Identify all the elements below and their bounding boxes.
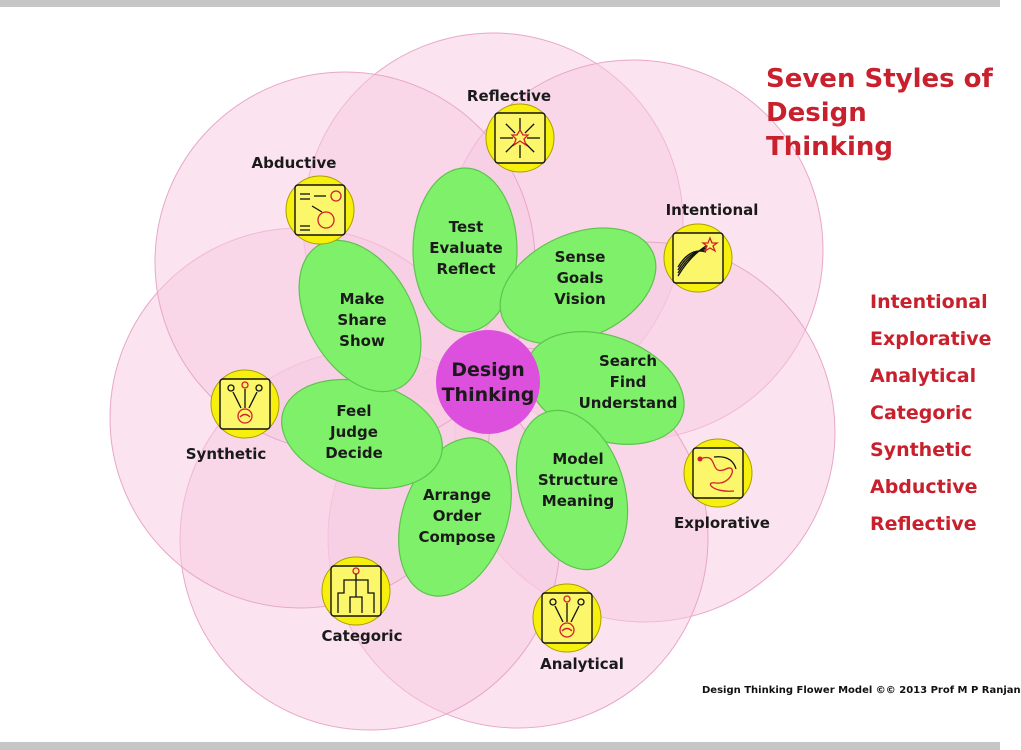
styles-list-item: Explorative <box>870 328 992 350</box>
style-icon-group <box>285 175 355 245</box>
styles-list-item: Abductive <box>870 476 978 498</box>
title-line-1: Seven Styles of <box>766 64 993 94</box>
style-label: Reflective <box>467 87 551 105</box>
merging-arrows-icon <box>227 381 263 424</box>
petal-label-line: Understand <box>579 394 678 412</box>
style-label: Categoric <box>322 627 403 645</box>
petal-label-line: Share <box>337 311 386 329</box>
shooting-star-icon <box>677 236 719 277</box>
bottom-frame-bar <box>0 742 1000 750</box>
petal-ellipse <box>412 167 518 333</box>
style-label: Synthetic <box>186 445 267 463</box>
wandering-path-icon <box>697 456 737 492</box>
title-line-2: Design Thinking <box>766 98 893 162</box>
petal-label-line: Find <box>610 373 647 391</box>
style-label: Abductive <box>252 154 337 172</box>
petal-ellipse <box>398 437 512 597</box>
top-frame-bar <box>0 0 1000 7</box>
style-icon-group <box>532 583 602 653</box>
style-label: Explorative <box>674 514 770 532</box>
style-icon-group <box>210 369 280 439</box>
petal-label-line: Evaluate <box>429 239 502 257</box>
apple-idea-icon <box>300 190 342 231</box>
petal-label-line: Compose <box>418 528 495 546</box>
styles-list-item: Intentional <box>870 291 988 313</box>
hierarchy-tree-icon <box>337 567 375 613</box>
converging-arrows-icon <box>549 595 585 638</box>
petal-label-line: Sense <box>555 248 606 266</box>
style-icon-group <box>683 438 753 508</box>
center-label-line: Thinking <box>442 384 535 406</box>
diagram-title: Seven Styles of Design Thinking <box>766 62 1000 164</box>
credit-line: Design Thinking Flower Model ©© 2013 Pro… <box>702 685 1021 696</box>
petal-label-line: Make <box>340 290 385 308</box>
center-label-line: Design <box>451 359 525 381</box>
petal-label-line: Goals <box>557 269 604 287</box>
petal-label-line: Decide <box>325 444 383 462</box>
petal-label-line: Reflect <box>436 260 495 278</box>
style-label: Analytical <box>540 655 624 673</box>
petal-label-line: Meaning <box>542 492 614 510</box>
styles-list-item: Categoric <box>870 402 973 424</box>
style-label: Intentional <box>666 201 759 219</box>
style-icon-frame <box>672 232 724 284</box>
petal-ellipse <box>515 409 629 571</box>
petal-label-line: Search <box>599 352 657 370</box>
petal-label-line: Feel <box>336 402 371 420</box>
petal-label-line: Test <box>449 218 484 236</box>
styles-list-item: Analytical <box>870 365 977 387</box>
burst-icon <box>500 118 540 158</box>
style-icon-group <box>321 556 391 626</box>
petal-label-line: Order <box>433 507 482 525</box>
petal-label-line: Arrange <box>423 486 491 504</box>
style-icon-group <box>485 103 555 173</box>
petal-label-line: Show <box>339 332 385 350</box>
petal-label-line: Judge <box>329 423 378 441</box>
center-circle <box>436 330 540 434</box>
styles-list-item: Synthetic <box>870 439 972 461</box>
petal-label-line: Structure <box>538 471 618 489</box>
style-icon-group <box>663 223 733 293</box>
styles-list: Intentional Explorative Analytical Categ… <box>870 288 991 547</box>
petal-ellipse <box>298 239 422 393</box>
petal-label-line: Vision <box>554 290 606 308</box>
petal-label-line: Model <box>552 450 603 468</box>
style-icon-frame <box>294 184 346 236</box>
styles-list-item: Reflective <box>870 513 977 535</box>
